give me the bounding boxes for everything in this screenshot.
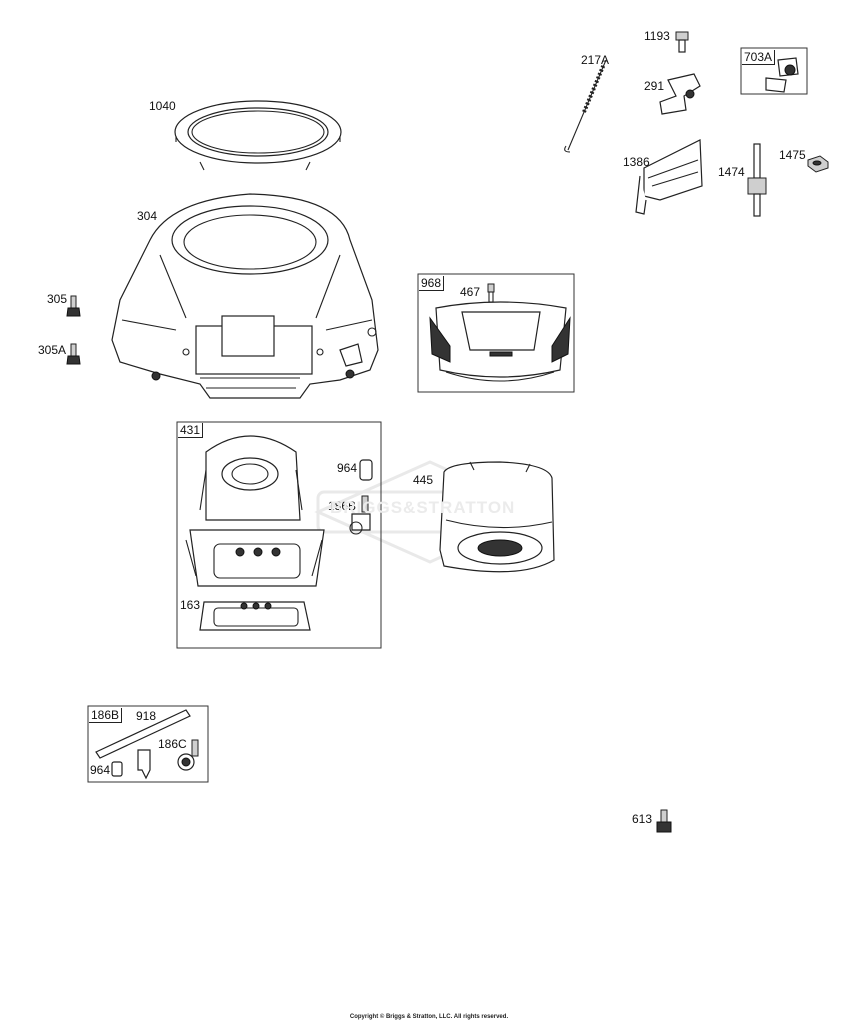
- part-445-air-filter: [439, 461, 555, 573]
- label-186C: 186C: [158, 737, 187, 751]
- part-305-bolt: [66, 295, 81, 317]
- label-1193: 1193: [644, 29, 670, 43]
- part-1386-bracket: [635, 139, 703, 215]
- part-1475-nut: [807, 155, 829, 173]
- watermark-text: BRIGGS&STRATTON: [330, 498, 516, 517]
- kit-703A-box: [740, 47, 808, 95]
- label-217A: 217A: [581, 53, 610, 67]
- part-163-gasket: [199, 601, 311, 631]
- part-1040-ring: [174, 100, 342, 171]
- kit-968-box: [417, 273, 575, 393]
- part-305A-bolt: [66, 343, 81, 365]
- part-217A-spring: [564, 59, 607, 153]
- label-163: 163: [180, 598, 201, 612]
- label-1475: 1475: [779, 148, 806, 162]
- label-305: 305: [47, 292, 68, 306]
- kit-186B-box: [87, 705, 209, 783]
- part-291-bracket: [659, 73, 701, 115]
- label-305A: 305A: [38, 343, 67, 357]
- label-703A: 703A: [742, 50, 776, 65]
- label-467: 467: [460, 285, 481, 299]
- label-1040: 1040: [149, 99, 176, 113]
- label-445: 445: [413, 473, 434, 487]
- part-186B-fitting-a: [349, 495, 371, 535]
- label-431: 431: [178, 423, 204, 438]
- label-613: 613: [632, 812, 653, 826]
- label-964-b: 964: [90, 763, 111, 777]
- copyright-notice: Copyright © Briggs & Stratton, LLC. All …: [349, 1014, 509, 1020]
- part-1193-screw: [675, 31, 689, 53]
- label-186B-a: 186B: [328, 499, 357, 513]
- part-467-screw: [487, 283, 495, 303]
- label-304: 304: [137, 209, 158, 223]
- part-613-bolt: [656, 809, 672, 833]
- part-1474-stud: [747, 143, 767, 217]
- kit-431-box: [176, 421, 382, 649]
- label-964-a: 964: [337, 461, 358, 475]
- label-1474: 1474: [718, 165, 745, 179]
- part-964-hose-a: [359, 459, 373, 481]
- part-304-blower-housing: [111, 193, 379, 399]
- label-918: 918: [136, 709, 157, 723]
- label-968: 968: [419, 276, 445, 291]
- label-291: 291: [644, 79, 665, 93]
- label-1386: 1386: [623, 155, 650, 169]
- label-186B-b: 186B: [89, 708, 123, 723]
